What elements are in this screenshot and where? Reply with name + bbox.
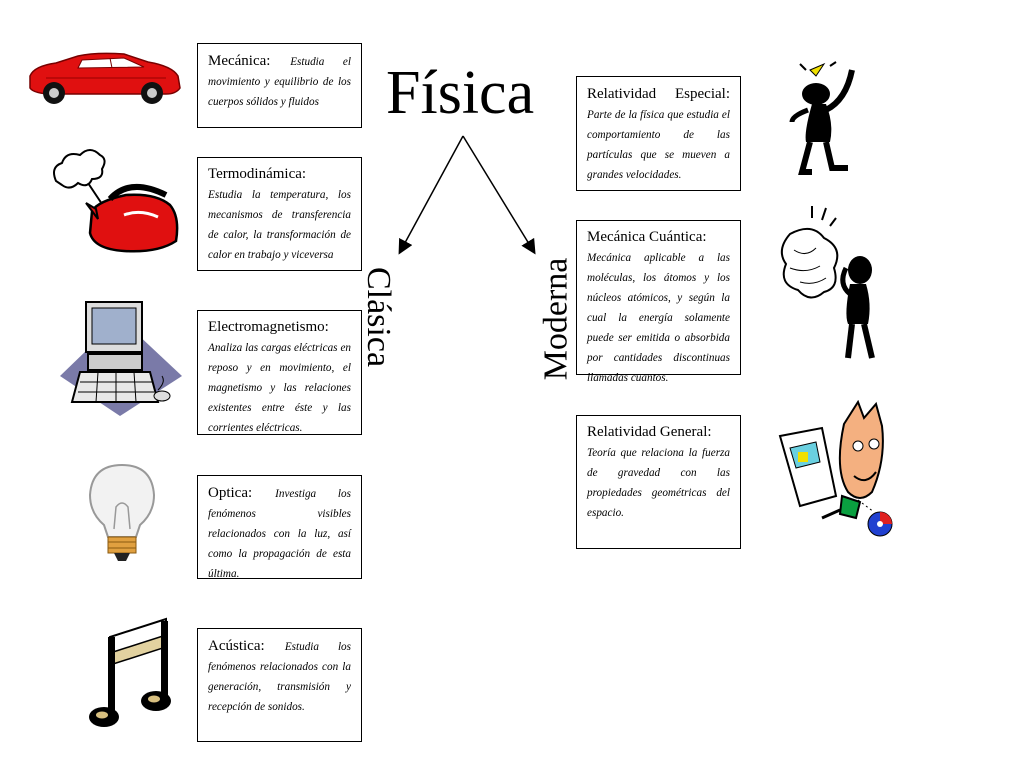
box-mecanica-desc: Estudia el movimiento y equilibrio de lo…	[208, 56, 351, 108]
diagram-title: Física	[386, 59, 535, 127]
box-termodinamica-desc: Estudia la temperatura, los mecanismos d…	[208, 188, 351, 261]
branch-label-clasica: Clásica	[360, 266, 398, 368]
box-relatividad-especial: Relatividad Especial: Parte de la física…	[576, 76, 741, 191]
red-car-icon	[29, 52, 181, 104]
box-relatividad-especial-desc: Parte de la física que estudia el compor…	[587, 109, 730, 181]
light-bulb-icon	[88, 463, 156, 561]
box-acustica: Acústica: Estudia los fenómenos relacion…	[197, 628, 362, 742]
box-relatividad-general: Relatividad General: Teoría que relacion…	[576, 415, 741, 549]
computer-icon	[60, 301, 182, 416]
box-acustica-name: Acústica:	[208, 638, 265, 654]
box-electromagnetismo-name: Electromagnetismo:	[208, 319, 329, 335]
box-relatividad-general-desc: Teoría que relaciona la fuerza de graved…	[587, 446, 730, 519]
box-mecanica-cuantica-name: Mecánica Cuántica:	[587, 229, 707, 245]
box-termodinamica: Termodinámica: Estudia la temperatura, l…	[197, 157, 362, 271]
branch-label-moderna: Moderna	[537, 257, 575, 381]
box-optica: Optica: Investiga los fenómenos visibles…	[197, 475, 362, 580]
confused-figure-icon	[780, 206, 875, 359]
box-mecanica-cuantica: Mecánica Cuántica: Mecánica aplicable a …	[576, 220, 741, 384]
box-optica-name: Optica:	[208, 485, 253, 501]
steaming-kettle-icon	[53, 149, 179, 253]
box-electromagnetismo-desc: Analiza las cargas eléctricas en reposo …	[208, 341, 351, 434]
box-mecanica: Mecánica: Estudia el movimiento y equili…	[197, 43, 362, 128]
arrow-to-moderna	[462, 135, 536, 255]
scientist-figure-icon	[778, 400, 893, 537]
box-relatividad-especial-name: Relatividad Especial:	[587, 86, 730, 102]
box-electromagnetismo: Electromagnetismo: Analiza las cargas el…	[197, 310, 362, 435]
music-note-icon	[89, 617, 171, 727]
arrow-to-clasica	[398, 135, 464, 255]
box-mecanica-cuantica-desc: Mecánica aplicable a las moléculas, los …	[587, 251, 730, 384]
thinking-figure-icon	[789, 61, 855, 175]
box-relatividad-general-name: Relatividad General:	[587, 424, 712, 440]
box-termodinamica-name: Termodinámica:	[208, 166, 307, 182]
box-mecanica-name: Mecánica:	[208, 53, 271, 69]
box-optica-desc: Investiga los fenómenos visibles relacio…	[208, 488, 351, 580]
box-acustica-desc: Estudia los fenómenos relacionados con l…	[208, 641, 351, 713]
